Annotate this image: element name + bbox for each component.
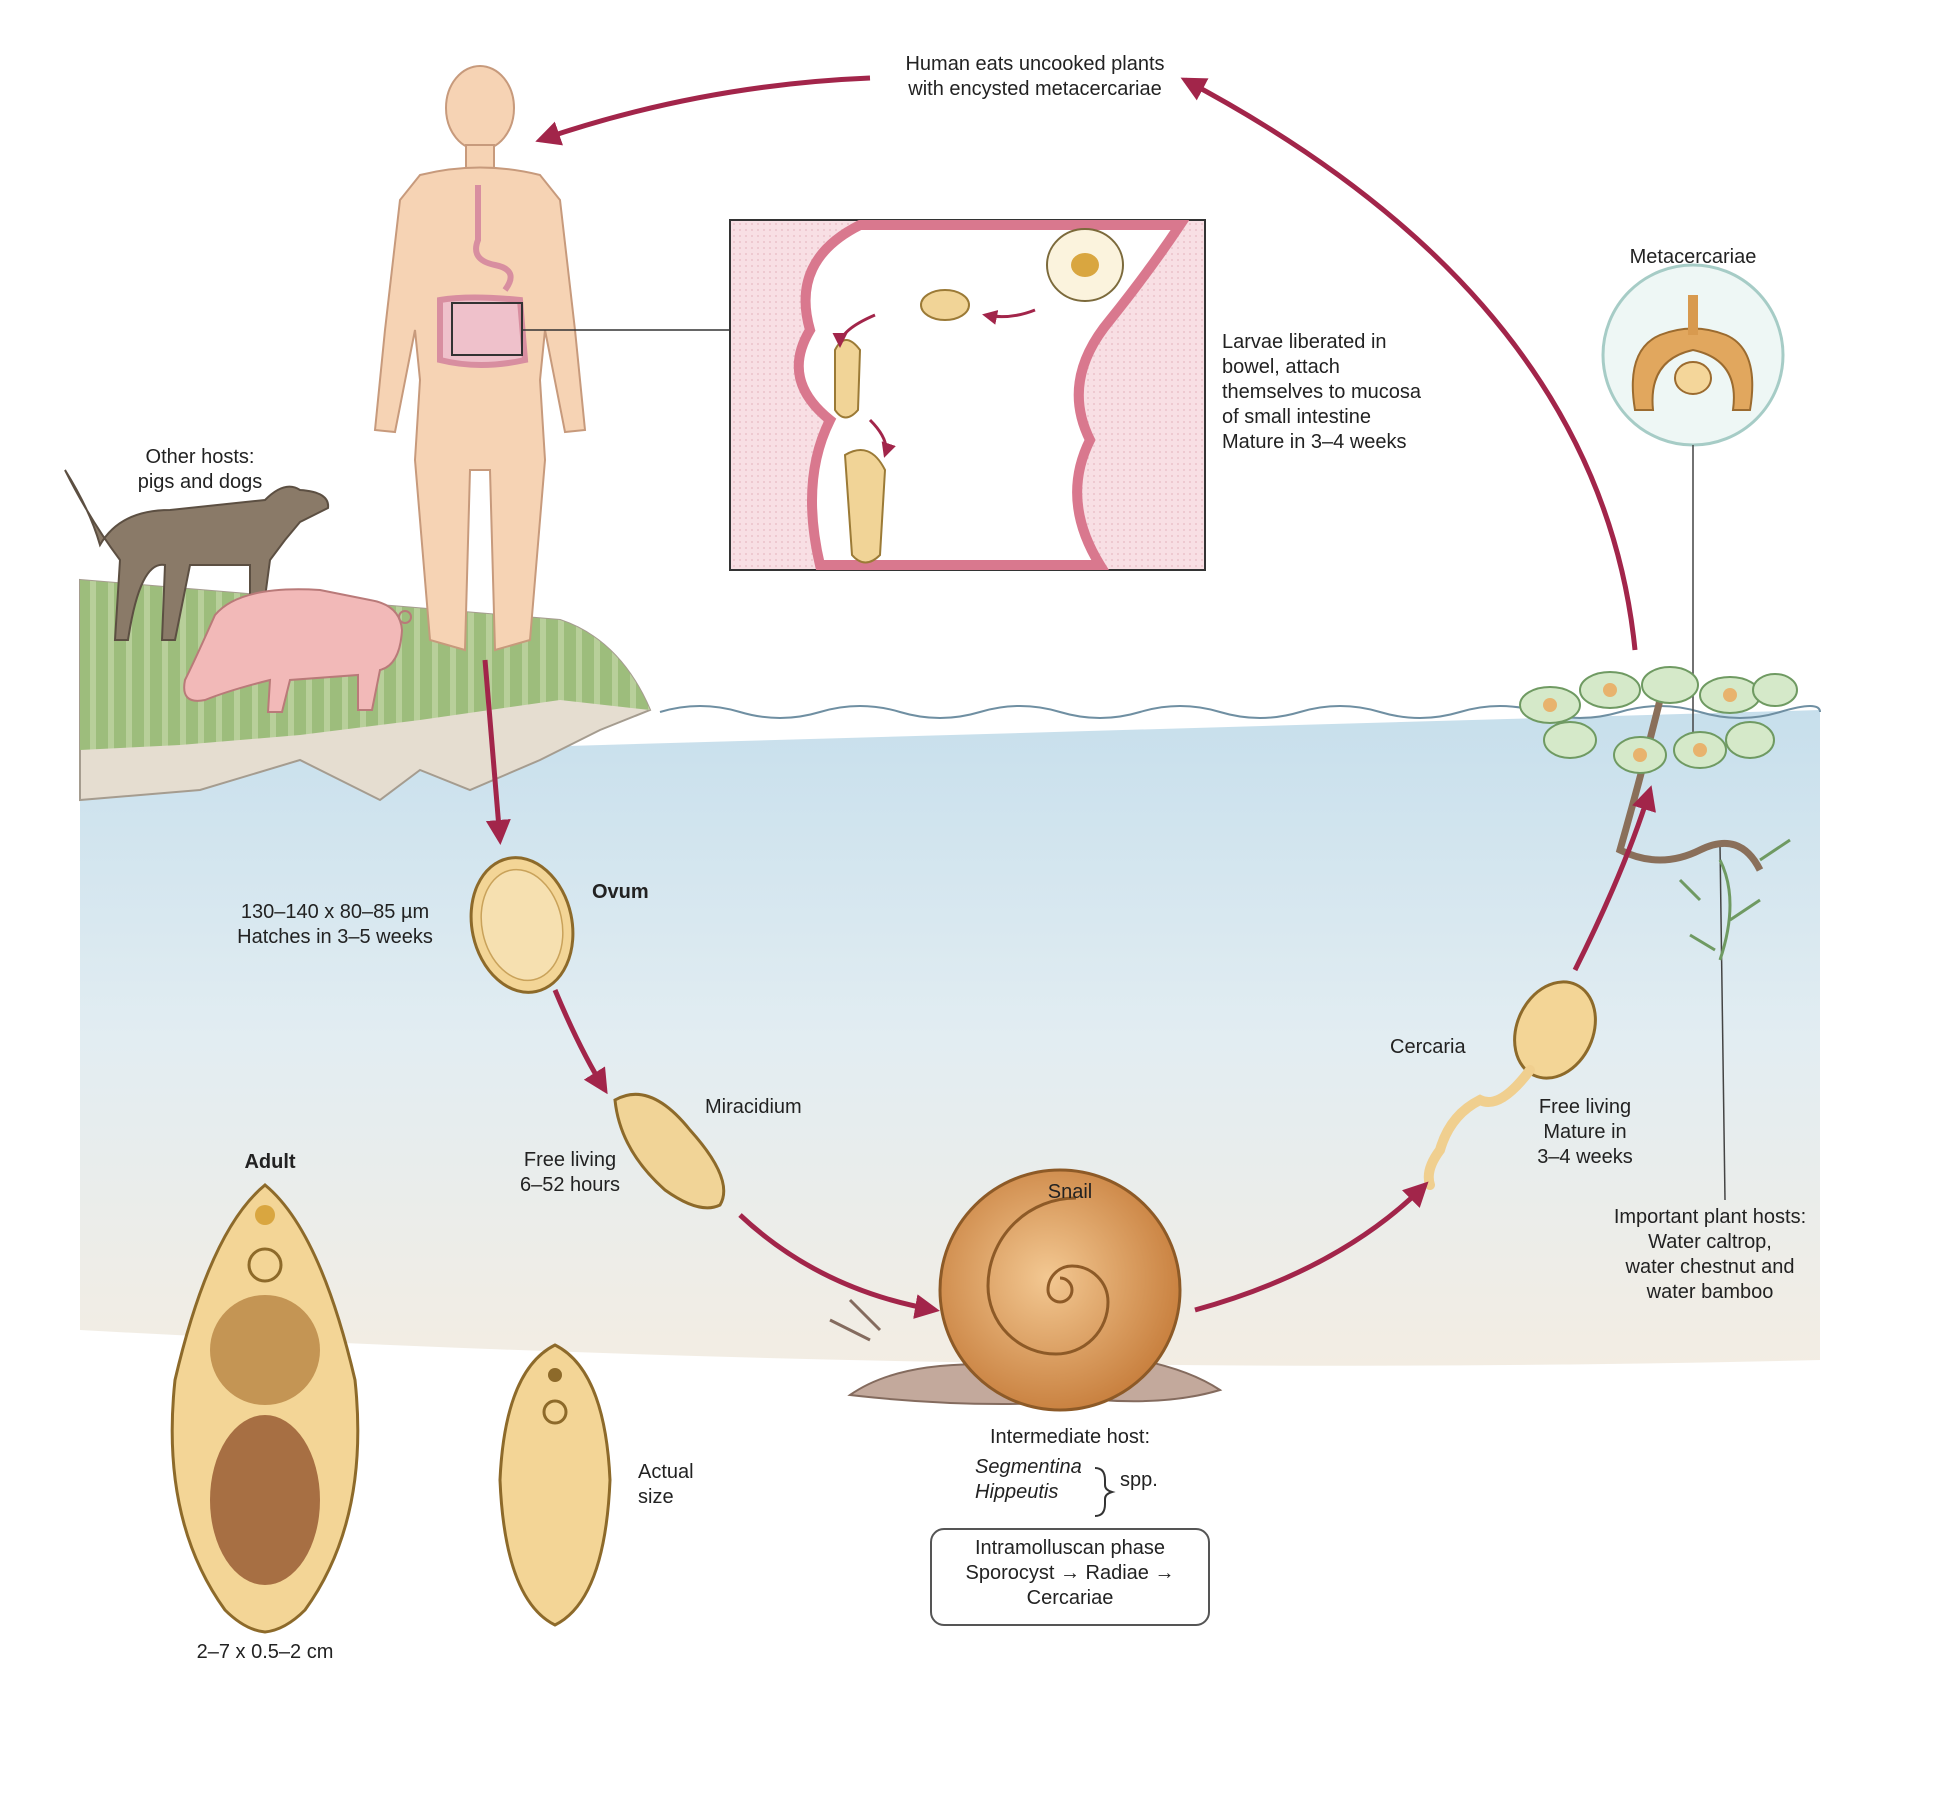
plant-connector xyxy=(1719,844,1726,1201)
metacercariae-label: Metacercariae xyxy=(1629,246,1757,268)
genus-bracket xyxy=(1094,1467,1116,1517)
ovum-title: Ovum xyxy=(592,881,649,903)
miracidium-icon xyxy=(613,1092,726,1210)
other-hosts-label: Other hosts: pigs and dogs xyxy=(137,446,263,493)
snail-title: Snail xyxy=(1047,1181,1093,1203)
adult-title: Adult xyxy=(244,1151,296,1173)
intermediate-host-label: Intermediate host: xyxy=(989,1426,1151,1448)
juvenile-fluke-icon xyxy=(834,339,862,419)
spp-label: spp. xyxy=(1120,1469,1158,1491)
genus-hippeutis: Hippeutis xyxy=(975,1481,1059,1503)
cercaria-icon xyxy=(1423,980,1597,1190)
miracidium-title: Miracidium xyxy=(705,1096,802,1118)
excysting-larva-icon xyxy=(920,289,970,321)
genus-segmentina: Segmentina xyxy=(975,1456,1082,1478)
actual-size-label: Actual size xyxy=(638,1461,694,1508)
human-eats-label: Human eats uncooked plants with encysted… xyxy=(905,53,1165,100)
larvae-description: Larvae liberated in bowel, attach themse… xyxy=(1222,331,1421,453)
adult-size-label: 2–7 x 0.5–2 cm xyxy=(196,1641,334,1663)
human-figure xyxy=(373,65,587,652)
life-cycle-arrows xyxy=(482,75,1656,1319)
ovum-description: 130–140 x 80–85 µm Hatches in 3–5 weeks xyxy=(237,901,433,948)
intestine-inset xyxy=(729,219,1206,571)
miracidium-description: Free living 6–52 hours xyxy=(519,1149,621,1196)
attached-fluke-icon xyxy=(843,449,887,564)
adult-worm-icon xyxy=(170,1183,360,1634)
water-plant-icon xyxy=(1519,666,1798,961)
cercaria-title: Cercaria xyxy=(1390,1036,1466,1058)
metacercaria-icon xyxy=(1601,263,1785,447)
zoom-box xyxy=(451,302,523,356)
pig-icon xyxy=(183,588,412,713)
intramolluscan-box: Intramolluscan phase Sporocyst → Radiae … xyxy=(930,1528,1210,1626)
cercaria-description: Free living Mature in 3–4 weeks xyxy=(1537,1096,1633,1168)
ovum-icon xyxy=(469,856,575,994)
snail-icon xyxy=(829,1168,1223,1412)
gut-icon xyxy=(437,185,529,368)
actual-size-worm-icon xyxy=(498,1343,612,1627)
plant-hosts-label: Important plant hosts: Water caltrop, wa… xyxy=(1613,1206,1807,1303)
